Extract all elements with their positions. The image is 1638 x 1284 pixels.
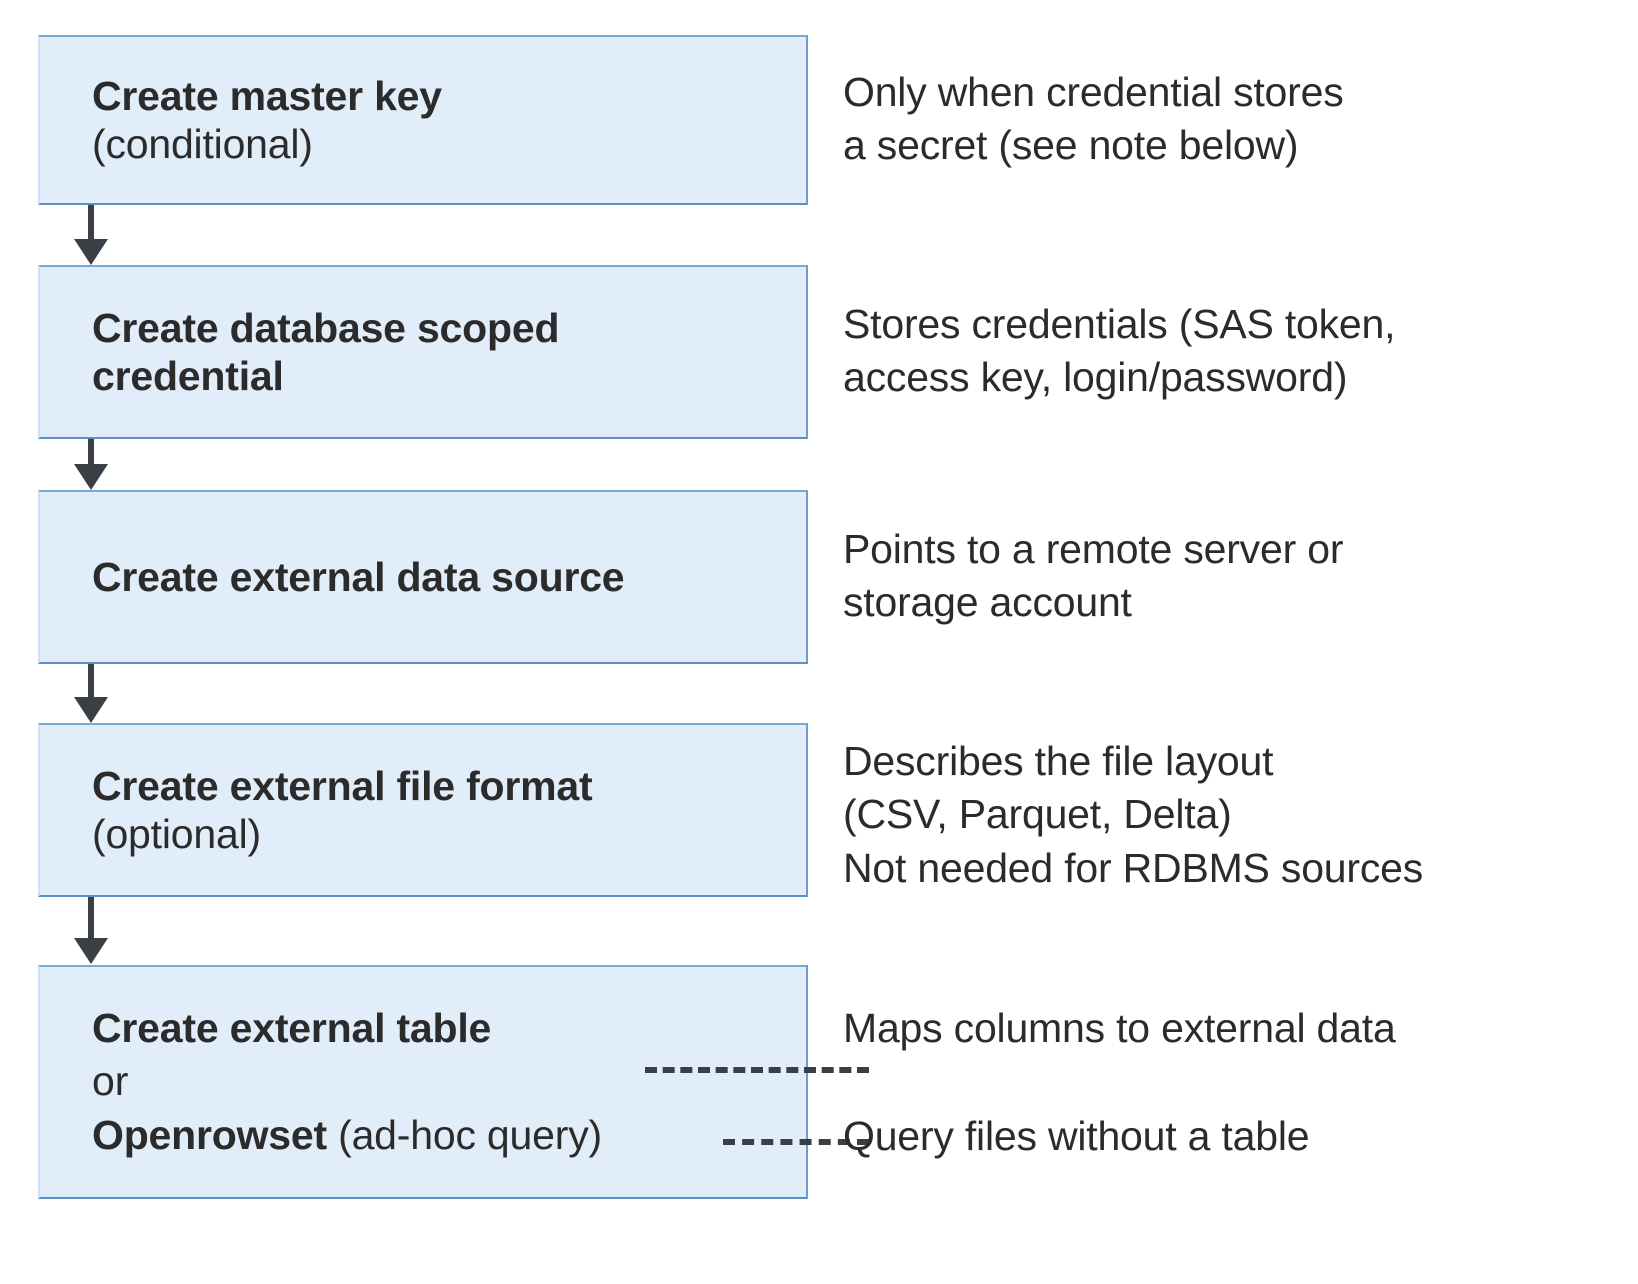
step-description-create-master-key: Only when credential stores a secret (se…	[843, 69, 1344, 169]
step-subtitle-conditional: (conditional)	[92, 121, 313, 167]
arrow-shaft	[88, 439, 94, 466]
step-option-label-create-external-table: Create external table	[92, 1005, 492, 1052]
arrow-shaft	[88, 205, 94, 241]
step-option-openrowset[interactable]: Openrowset (ad-hoc query)	[92, 1109, 792, 1162]
step-description-create-external-file-format: Describes the file layout (CSV, Parquet,…	[843, 738, 1424, 891]
arrow-down-icon-2	[74, 439, 108, 490]
arrow-head	[74, 697, 108, 723]
step-description-create-external-data-source: Points to a remote server or storage acc…	[843, 526, 1344, 626]
arrow-down-icon-4	[74, 897, 108, 965]
step-box-create-database-scoped-credential[interactable]: Create database scoped credential	[38, 265, 808, 439]
step-option-separator-or: or	[92, 1058, 129, 1105]
step-subtitle-optional: (optional)	[92, 811, 261, 857]
dashed-connector-external-table	[645, 1067, 869, 1073]
step-option-label-openrowset: Openrowset	[92, 1111, 327, 1158]
step-title-create-master-key: Create master key	[92, 72, 442, 119]
step-title-create-database-scoped-credential: Create database scoped credential	[92, 304, 560, 399]
step-option-note-ad-hoc-query: (ad-hoc query)	[326, 1111, 602, 1158]
step-title-create-external-file-format: Create external file format	[92, 762, 593, 809]
arrow-shaft	[88, 897, 94, 940]
arrow-shaft	[88, 664, 94, 699]
arrow-head	[74, 239, 108, 265]
step-box-create-master-key[interactable]: Create master key (conditional)	[38, 35, 808, 205]
arrow-head	[74, 464, 108, 490]
step-description-create-external-table: Maps columns to external data	[843, 1005, 1396, 1051]
arrow-down-icon-3	[74, 664, 108, 723]
step-title-create-external-data-source: Create external data source	[92, 553, 625, 600]
step-box-create-external-file-format[interactable]: Create external file format (optional)	[38, 723, 808, 897]
step-box-create-external-table-or-openrowset[interactable]: Create external table or Openrowset (ad-…	[38, 965, 808, 1199]
step-description-create-database-scoped-credential: Stores credentials (SAS token, access ke…	[843, 301, 1396, 401]
step-box-create-external-data-source[interactable]: Create external data source	[38, 490, 808, 664]
arrow-head	[74, 938, 108, 964]
arrow-down-icon-1	[74, 205, 108, 265]
step-description-openrowset: Query files without a table	[843, 1113, 1310, 1159]
step-option-create-external-table[interactable]: Create external table	[92, 1002, 792, 1055]
dashed-connector-openrowset	[723, 1139, 869, 1145]
